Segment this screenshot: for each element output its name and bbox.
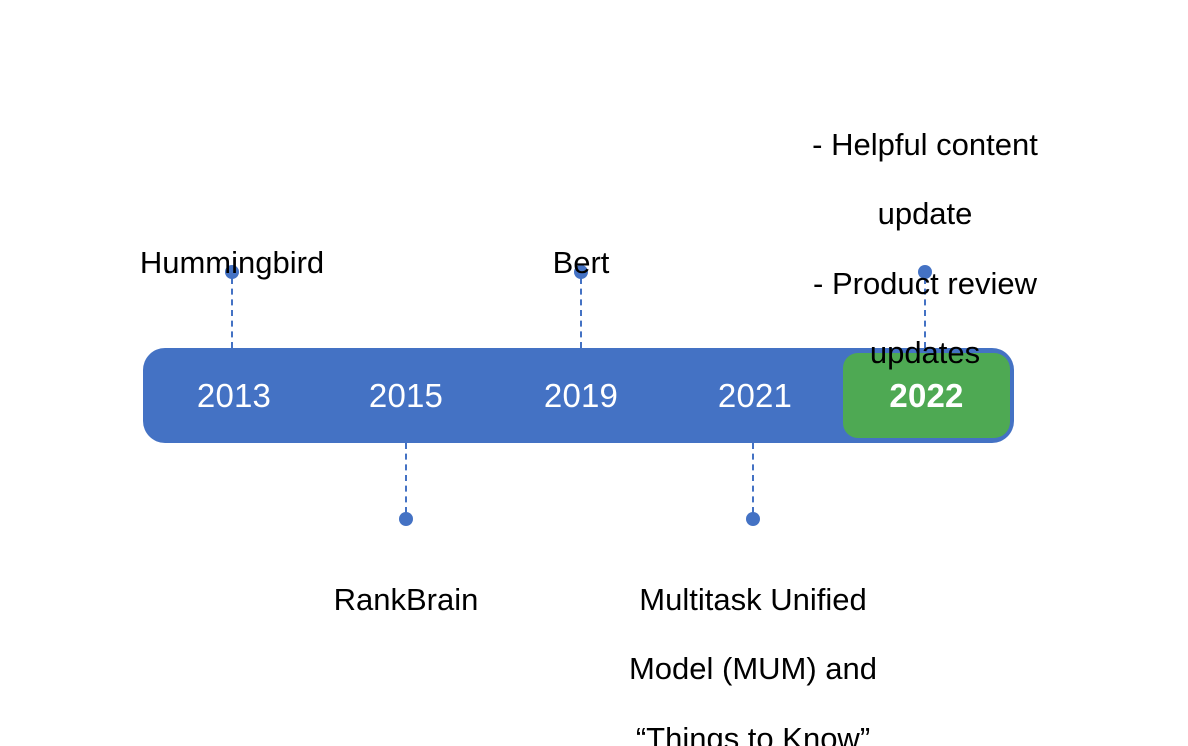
timeline-year-2013[interactable]: 2013 xyxy=(196,377,272,414)
callout-updates-2022-line-3: - Product review xyxy=(813,265,1037,301)
timeline-segment-highlight-2022 xyxy=(843,353,1010,438)
callout-rankbrain: RankBrain xyxy=(334,548,479,652)
callout-bert-line-1: Bert xyxy=(552,244,610,280)
marker-dot-bert xyxy=(574,265,588,279)
connector-stem-bert xyxy=(580,278,582,348)
timeline-year-2021[interactable]: 2021 xyxy=(717,377,793,414)
callout-mum-line-1: Multitask Unified xyxy=(639,581,867,617)
marker-dot-rankbrain xyxy=(399,512,413,526)
connector-stem-rankbrain xyxy=(405,443,407,513)
connector-stem-updates-2022 xyxy=(924,278,926,348)
timeline-year-2019[interactable]: 2019 xyxy=(543,377,619,414)
callout-mum-line-2: Model (MUM) and xyxy=(628,651,878,687)
connector-stem-hummingbird xyxy=(231,278,233,348)
marker-dot-mum xyxy=(746,512,760,526)
callout-mum: Multitask Unified Model (MUM) and “Thing… xyxy=(629,548,877,746)
connector-stem-mum xyxy=(752,443,754,513)
callout-updates-2022-line-4: updates xyxy=(869,335,981,371)
callout-updates-2022-line-2: update xyxy=(877,196,973,232)
callout-rankbrain-line-1: RankBrain xyxy=(333,581,479,617)
callout-mum-line-3: “Things to Know” xyxy=(635,720,871,746)
marker-dot-updates-2022 xyxy=(918,265,932,279)
callout-hummingbird: Hummingbird xyxy=(140,211,324,315)
marker-dot-hummingbird xyxy=(225,265,239,279)
callout-bert: Bert xyxy=(553,211,610,315)
callout-updates-2022-line-1: - Helpful content xyxy=(812,126,1038,162)
callout-hummingbird-line-1: Hummingbird xyxy=(139,244,325,280)
callout-updates-2022: - Helpful content update - Product revie… xyxy=(812,93,1038,405)
timeline-year-2022[interactable]: 2022 xyxy=(889,377,964,414)
timeline-year-2015[interactable]: 2015 xyxy=(368,377,444,414)
